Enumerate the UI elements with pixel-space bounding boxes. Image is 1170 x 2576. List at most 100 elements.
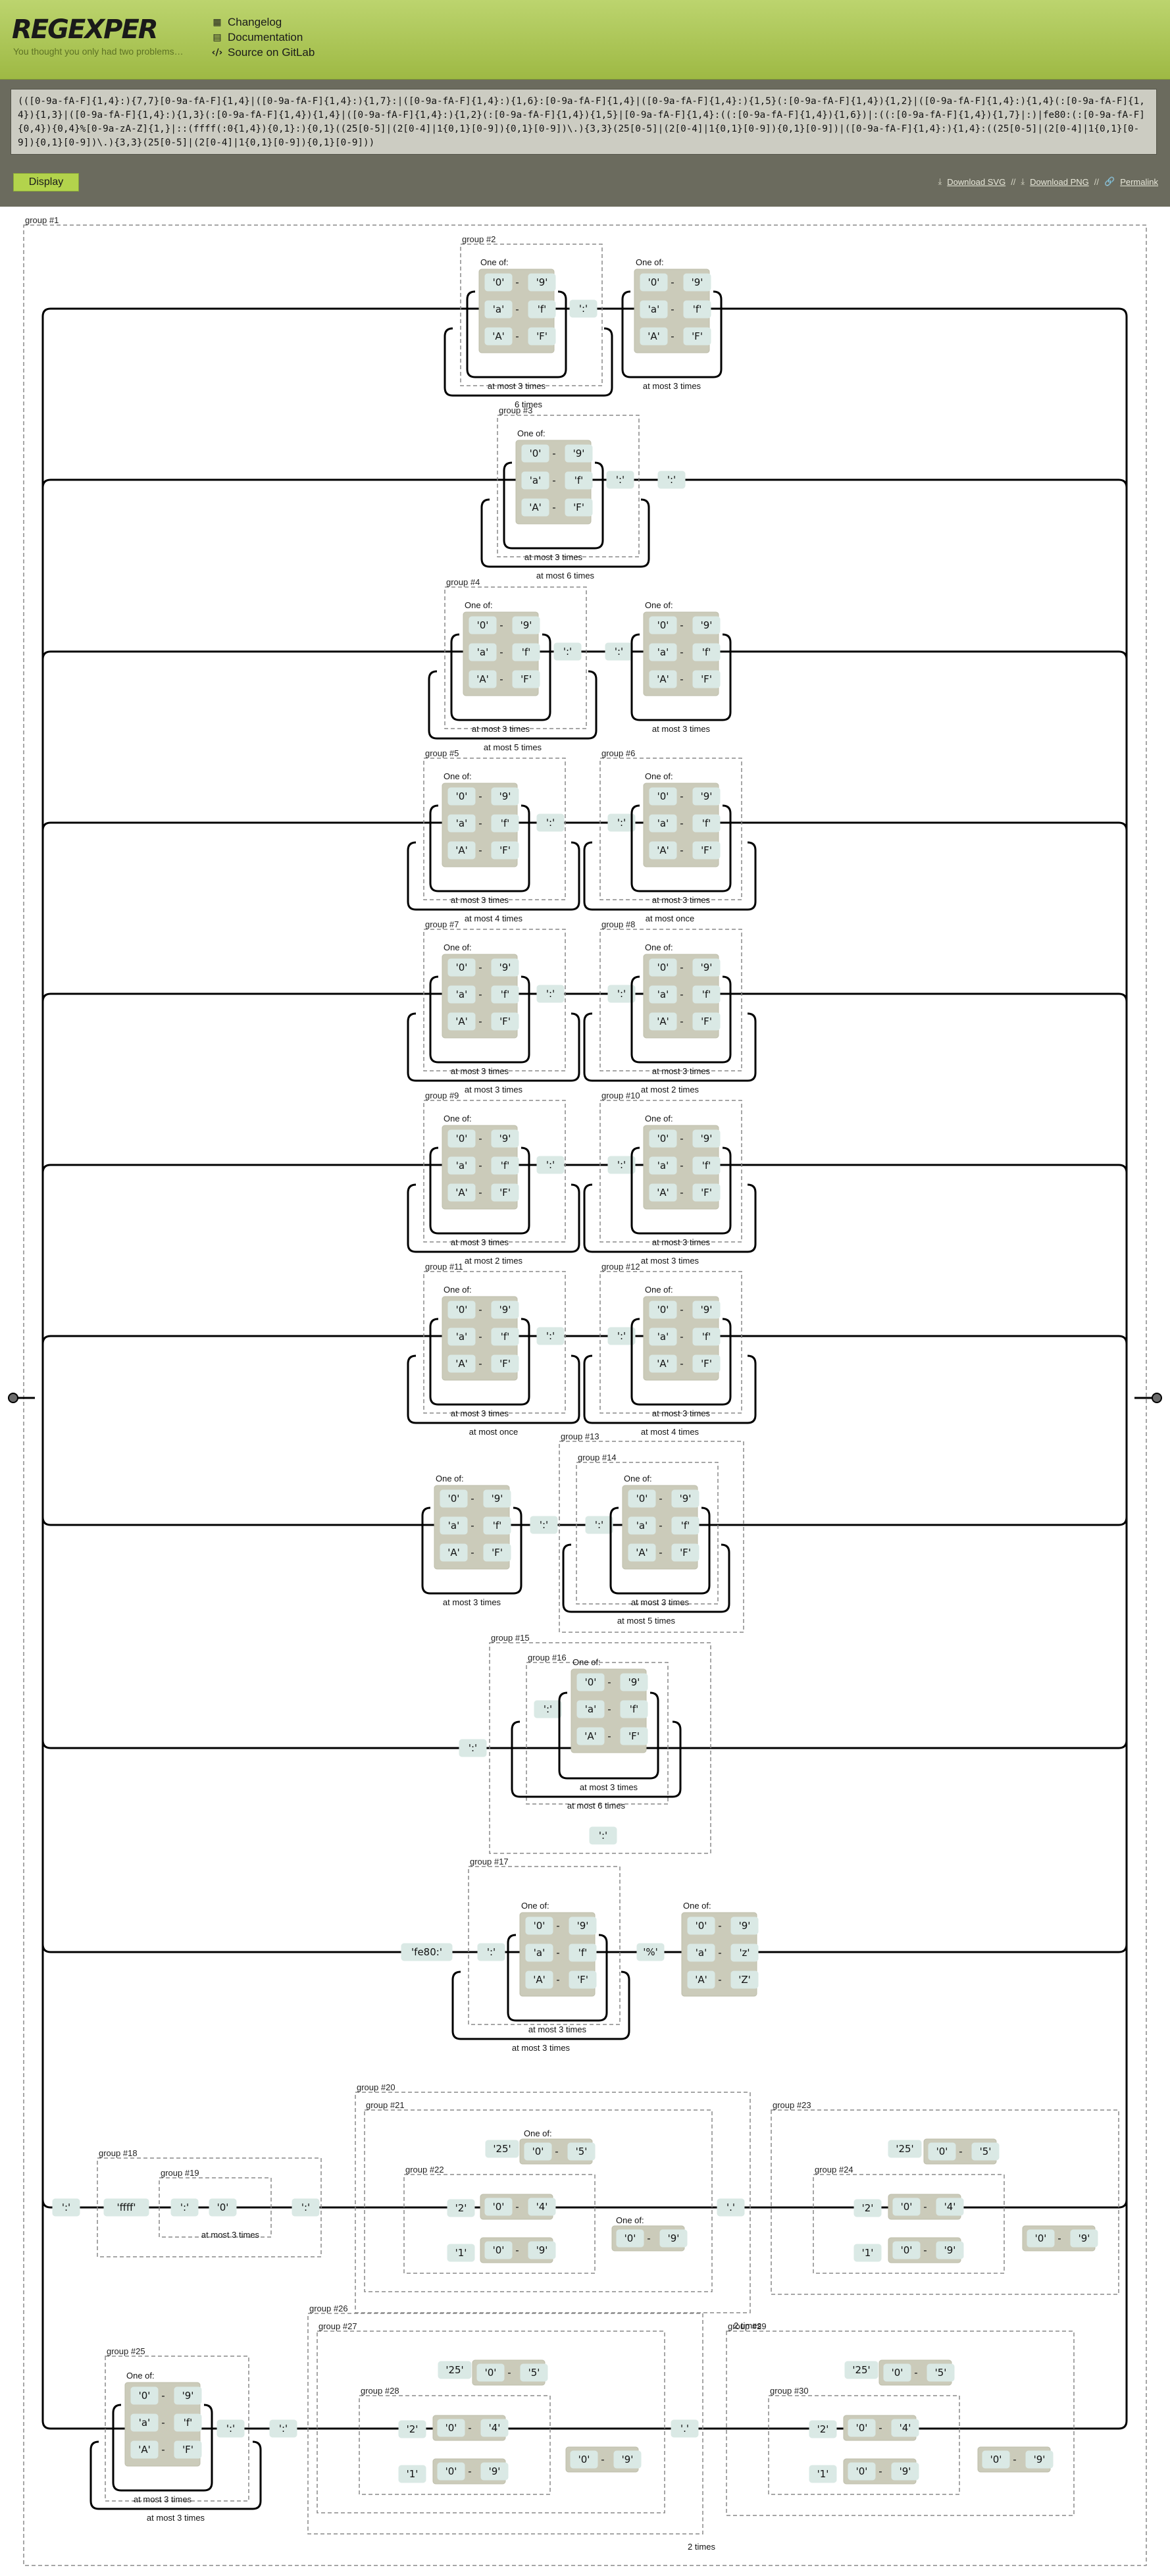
literal-text: 'f'	[493, 1520, 502, 1532]
literal-text: 'f'	[681, 1520, 690, 1532]
group-label: group #6	[601, 748, 635, 758]
range-dash: -	[878, 2465, 882, 2477]
range-start	[521, 471, 549, 490]
literal-text: '0'	[456, 790, 468, 802]
literal-text: 'F'	[701, 844, 712, 856]
group-label: group #25	[107, 2346, 145, 2356]
range-end	[730, 1917, 759, 1935]
repeat-label: at most 3 times	[652, 1408, 711, 1418]
range-end	[491, 1156, 519, 1175]
literal-text: 'a'	[456, 1160, 467, 1172]
literal-25	[438, 2361, 472, 2379]
outer-group-box	[23, 224, 1147, 2566]
document-icon: ▤	[213, 32, 222, 43]
repeat-label: at most 5 times	[484, 742, 542, 752]
logo[interactable]: REGEXPER	[12, 14, 159, 45]
literal-text: 'f'	[630, 1703, 639, 1715]
range-end	[671, 1543, 699, 1562]
range-end	[483, 1543, 511, 1562]
range-end	[567, 2142, 596, 2161]
repeat-loop	[630, 975, 732, 1064]
group-label: group #14	[578, 1453, 617, 1462]
range-end	[730, 1971, 759, 1989]
literal-text: '0'	[448, 1493, 460, 1505]
repeat-label: at most 3 times	[488, 381, 546, 391]
download-svg-link[interactable]: Download SVG	[947, 176, 1006, 187]
one-of-label: One of:	[517, 428, 546, 438]
group-21-box	[364, 2109, 713, 2292]
range-start	[649, 1129, 677, 1148]
range-start	[484, 2198, 513, 2216]
branch-in	[41, 1398, 63, 1749]
permalink-link[interactable]: Permalink	[1120, 176, 1158, 187]
repeat-loop	[562, 1543, 730, 1613]
literal-text: 'a'	[448, 1520, 459, 1532]
literal-25	[888, 2140, 922, 2158]
range-start	[649, 643, 677, 661]
range-dash: -	[680, 962, 683, 973]
literal-text: '0'	[657, 962, 669, 973]
literal-text: 'A'	[636, 1547, 648, 1558]
range-start	[848, 2419, 876, 2437]
range-end	[620, 1673, 648, 1691]
literal-text: ':'	[546, 1330, 555, 1342]
colon-literal	[292, 2198, 320, 2217]
range-dash: -	[478, 1331, 482, 1343]
colon-literal	[269, 2419, 297, 2438]
literal-text: 'a'	[530, 475, 541, 486]
literal-text: '9'	[680, 1493, 692, 1505]
range-dash: -	[515, 303, 519, 315]
right-group-box	[599, 929, 742, 1071]
branch-out	[1107, 478, 1128, 1398]
documentation-link[interactable]: ▤ Documentation	[212, 30, 315, 45]
range-end	[730, 1944, 759, 1962]
range-end	[620, 1700, 648, 1718]
range-dash: -	[671, 276, 674, 288]
literal-text: 'z'	[739, 1947, 750, 1959]
range-dash: -	[680, 646, 683, 658]
display-button[interactable]: Display	[13, 173, 79, 192]
group-label: group #21	[366, 2100, 405, 2110]
range-start	[649, 958, 677, 977]
literal-text: '0'	[624, 2232, 636, 2244]
range-dash: -	[478, 1187, 482, 1198]
one-of-label: One of:	[683, 1901, 711, 1911]
download-icon: ⤓	[1021, 176, 1025, 186]
range-start	[628, 1543, 656, 1562]
range-end	[671, 1489, 699, 1508]
range-end	[683, 273, 711, 292]
one-of-label: One of:	[645, 1285, 673, 1295]
branch-in	[41, 1398, 63, 2430]
colon-literal	[530, 1516, 558, 1534]
zero-literal	[209, 2198, 237, 2217]
documentation-label: Documentation	[228, 30, 303, 43]
range-end	[491, 958, 519, 977]
range-dash: -	[515, 2201, 519, 2213]
branch-out	[1107, 650, 1128, 1398]
range-start	[525, 1944, 553, 1962]
range-end	[692, 1012, 721, 1031]
range-end	[491, 1012, 519, 1031]
literal-text: 'F'	[499, 1016, 511, 1027]
range-start	[440, 1543, 468, 1562]
source-link[interactable]: ‹/›Source on GitLab	[212, 45, 315, 60]
literal-text: 'a'	[657, 1160, 669, 1172]
group-17-box	[468, 1866, 621, 2025]
range-start	[484, 327, 513, 346]
range-dash: -	[607, 1730, 611, 1742]
range-end	[480, 2462, 509, 2481]
literal-text: ':'	[62, 2202, 70, 2213]
literal-text: 'A'	[584, 1730, 597, 1742]
changelog-link[interactable]: ▦Changelog	[212, 14, 315, 30]
range-dash: -	[552, 502, 555, 513]
one-of-label: One of:	[444, 771, 472, 781]
literal-text: 'f'	[522, 646, 531, 658]
range-dash: -	[478, 817, 482, 829]
group-label: group #12	[601, 1262, 640, 1272]
literal-text: '0'	[657, 619, 669, 631]
download-png-link[interactable]: Download PNG	[1030, 176, 1089, 187]
one-of-label: One of:	[480, 257, 509, 267]
regex-input[interactable]: (([0-9a-fA-F]{1,4}:){7,7}[0-9a-fA-F]{1,4…	[11, 89, 1157, 155]
changelog-label: Changelog	[228, 15, 282, 28]
literal-text: '0'	[493, 2244, 505, 2256]
